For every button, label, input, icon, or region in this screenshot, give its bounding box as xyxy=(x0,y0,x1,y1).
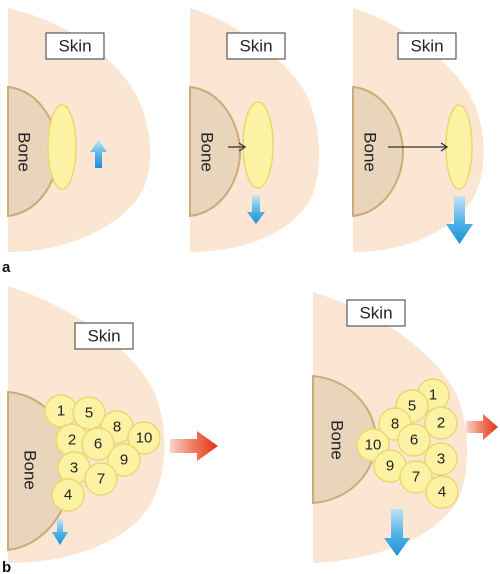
fat-lobule xyxy=(47,104,77,190)
lobule-2: 2 xyxy=(424,406,458,440)
panel-letter-b: b xyxy=(2,559,11,574)
lobule-7: 7 xyxy=(84,462,118,496)
panel-a-frame-2: Bone Skin xyxy=(189,8,320,252)
bone-label: Bone xyxy=(15,132,34,172)
lobule-10: 10 xyxy=(127,421,161,455)
lobule-7: 7 xyxy=(399,460,433,494)
svg-text:5: 5 xyxy=(408,398,416,415)
lobule-6: 6 xyxy=(81,427,115,461)
bone-label: Bone xyxy=(198,132,217,172)
pressure-arrow xyxy=(228,142,247,152)
svg-text:10: 10 xyxy=(365,437,382,454)
skin-label: Skin xyxy=(410,37,443,56)
panel-b: Bone Skin 1 5 8 10 2 6 9 3 7 4 Bone xyxy=(2,286,498,574)
svg-text:8: 8 xyxy=(113,419,121,436)
panel-a: Bone Skin Bone Skin Bone Skin xyxy=(2,8,484,276)
red-arrow-right xyxy=(466,414,498,440)
svg-text:9: 9 xyxy=(386,458,394,475)
lobule-1: 1 xyxy=(44,394,78,428)
svg-text:6: 6 xyxy=(410,432,418,449)
blue-arrow-up xyxy=(90,140,107,168)
panel-letter-a: a xyxy=(2,259,11,276)
skin-label-box xyxy=(397,32,457,60)
blue-arrow-down-small xyxy=(247,196,265,224)
svg-text:9: 9 xyxy=(120,452,128,469)
fat-lobule xyxy=(242,101,274,189)
skin-label-box xyxy=(346,299,406,327)
svg-text:4: 4 xyxy=(64,487,72,504)
svg-text:2: 2 xyxy=(68,432,76,449)
skin-label: Skin xyxy=(359,304,392,323)
lobule-4: 4 xyxy=(51,478,85,512)
svg-text:8: 8 xyxy=(391,416,399,433)
red-arrow-right xyxy=(170,431,218,461)
svg-text:2: 2 xyxy=(437,415,445,432)
lobule-5: 5 xyxy=(72,396,106,430)
bone-label: Bone xyxy=(21,450,40,490)
lobule-9: 9 xyxy=(107,443,141,477)
skin-label: Skin xyxy=(87,327,120,346)
bone xyxy=(352,85,405,218)
fat-lobule-cluster: 1 5 8 2 6 10 3 9 7 4 xyxy=(356,378,459,509)
svg-text:3: 3 xyxy=(437,451,445,468)
bone-label: Bone xyxy=(328,420,347,460)
svg-text:4: 4 xyxy=(438,484,446,501)
fat-lobule xyxy=(445,104,473,190)
svg-text:3: 3 xyxy=(70,460,78,477)
svg-text:1: 1 xyxy=(429,387,437,404)
panel-a-frame-1: Bone Skin xyxy=(7,8,151,252)
skin-label-box xyxy=(45,32,105,60)
svg-text:7: 7 xyxy=(412,469,420,486)
svg-text:5: 5 xyxy=(85,405,93,422)
panel-a-frame-3: Bone Skin xyxy=(352,8,484,252)
bone xyxy=(189,85,242,218)
lobule-4: 4 xyxy=(425,475,459,509)
skin-label: Skin xyxy=(58,37,91,56)
skin-label-box xyxy=(226,32,286,60)
bone-label: Bone xyxy=(361,132,380,172)
panel-b-frame-1: Bone Skin 1 5 8 10 2 6 9 3 7 4 xyxy=(7,286,218,563)
blue-arrow-down-small xyxy=(52,519,68,545)
blue-arrow-down-large xyxy=(384,509,410,556)
lobule-3: 3 xyxy=(424,442,458,476)
pressure-arrow xyxy=(388,142,449,152)
svg-text:6: 6 xyxy=(94,436,102,453)
lobule-6: 6 xyxy=(397,423,431,457)
svg-text:1: 1 xyxy=(57,403,65,420)
fat-lobule-cluster: 1 5 8 10 2 6 9 3 7 4 xyxy=(44,394,161,512)
skin-label-box xyxy=(74,322,134,350)
panel-b-frame-2: Bone Skin 1 5 8 2 6 10 3 9 7 4 xyxy=(312,292,498,563)
blue-arrow-down-large xyxy=(446,196,473,244)
svg-text:10: 10 xyxy=(136,430,153,447)
svg-text:7: 7 xyxy=(97,471,105,488)
skin-label: Skin xyxy=(239,37,272,56)
